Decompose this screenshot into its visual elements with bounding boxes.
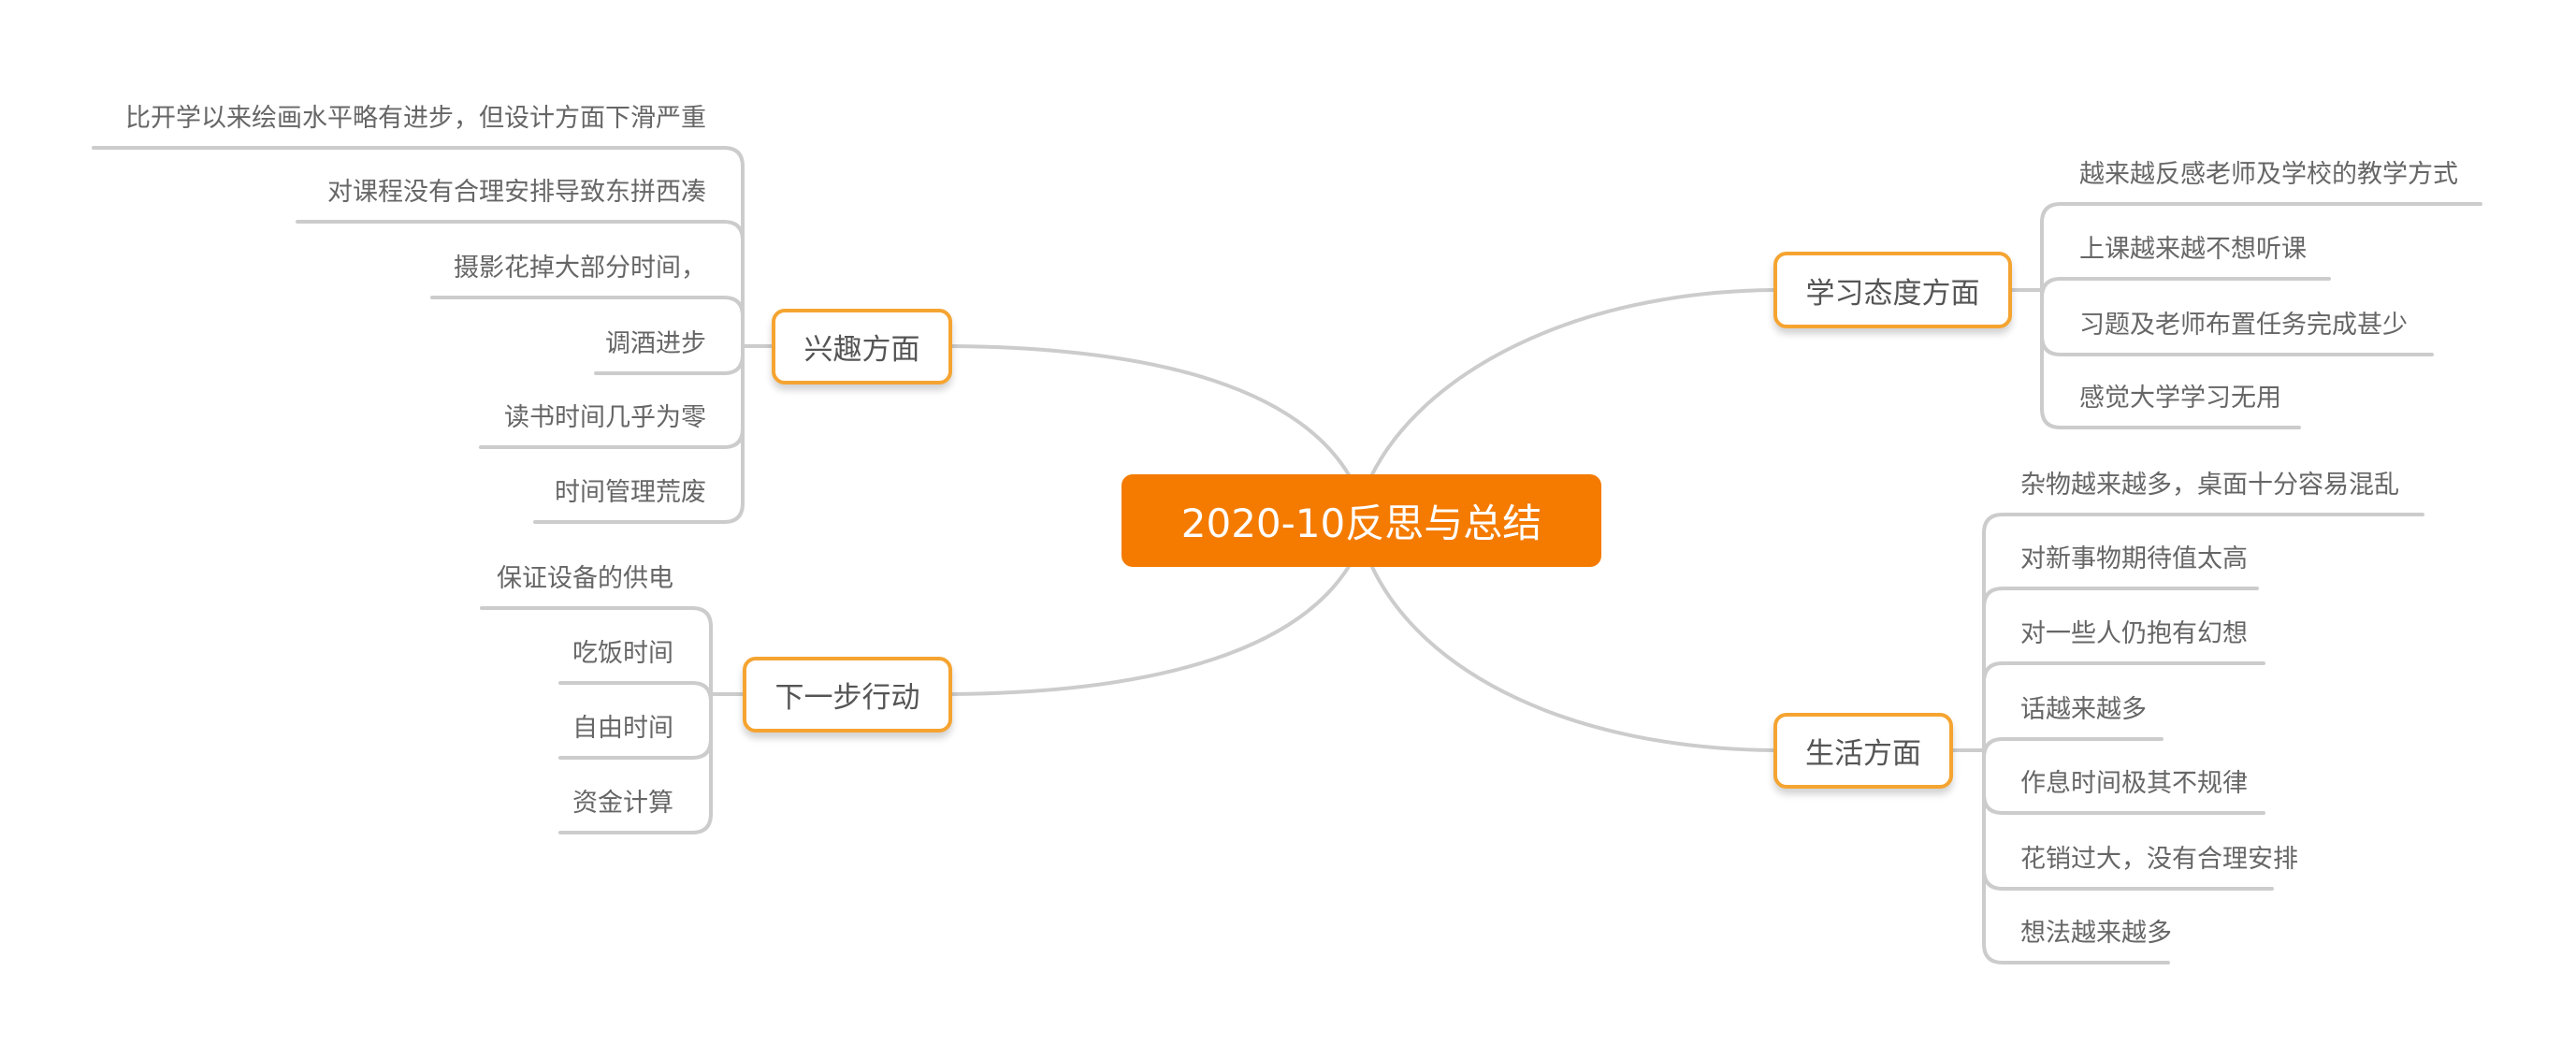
- life-leaf-item[interactable]: 想法越来越多: [2020, 919, 2172, 948]
- next-leaf-connector: [480, 606, 713, 696]
- life-leaf-item[interactable]: 花销过大，没有合理安排: [2020, 845, 2298, 874]
- study-leaf-item[interactable]: 感觉大学学习无用: [2079, 384, 2281, 413]
- curve-interest: [950, 344, 1352, 478]
- interest-leaf-connector: [430, 296, 745, 348]
- curve-study: [1369, 288, 1775, 478]
- life-leaf-connector: [1982, 737, 2164, 759]
- branch-study-attitude[interactable]: 学习态度方面: [1773, 252, 2012, 328]
- study-leaf-item[interactable]: 上课越来越不想听课: [2079, 235, 2307, 264]
- next-leaf-connector: [558, 692, 713, 834]
- life-leaf-connector: [1982, 587, 2259, 752]
- study-leaf-item[interactable]: 习题及老师布置任务完成甚少: [2079, 311, 2408, 340]
- curve-next: [950, 563, 1352, 696]
- interest-leaf-item[interactable]: 时间管理荒废: [555, 478, 706, 507]
- life-leaf-item[interactable]: 作息时间极其不规律: [2020, 769, 2248, 798]
- next-leaf-item[interactable]: 保证设备的供电: [497, 564, 673, 593]
- life-leaf-item[interactable]: 对一些人仍抱有幻想: [2020, 619, 2248, 648]
- interest-leaf-item[interactable]: 调酒进步: [605, 329, 706, 358]
- curve-life: [1369, 563, 1775, 752]
- next-leaf-item[interactable]: 自由时间: [572, 714, 673, 743]
- life-leaf-item[interactable]: 对新事物期待值太高: [2020, 544, 2248, 573]
- life-leaf-connector: [1982, 748, 2170, 965]
- interest-leaf-connector: [296, 220, 745, 348]
- life-leaf-item[interactable]: 话越来越多: [2020, 695, 2147, 724]
- interest-leaf-item[interactable]: 摄影花掉大部分时间，: [454, 254, 706, 283]
- central-topic[interactable]: 2020-10反思与总结: [1122, 474, 1601, 567]
- study-leaf-connector: [2040, 202, 2482, 292]
- interest-leaf-item[interactable]: 对课程没有合理安排导致东拼西凑: [327, 178, 706, 207]
- interest-leaf-item[interactable]: 比开学以来绘画水平略有进步，但设计方面下滑严重: [125, 104, 706, 133]
- life-leaf-connector: [1982, 661, 2265, 752]
- interest-leaf-connector: [92, 146, 745, 348]
- interest-leaf-item[interactable]: 读书时间几乎为零: [504, 403, 706, 432]
- life-leaf-connector: [1982, 513, 2424, 752]
- next-leaf-item[interactable]: 资金计算: [572, 789, 673, 818]
- next-leaf-item[interactable]: 吃饭时间: [572, 639, 673, 668]
- next-leaf-connector: [558, 681, 713, 703]
- branch-life[interactable]: 生活方面: [1773, 713, 1953, 789]
- branch-next-steps[interactable]: 下一步行动: [743, 657, 952, 733]
- branch-interest[interactable]: 兴趣方面: [772, 309, 952, 384]
- interest-leaf-connector: [533, 344, 745, 524]
- study-leaf-connector: [2040, 277, 2331, 298]
- study-leaf-item[interactable]: 越来越反感老师及学校的教学方式: [2079, 160, 2458, 189]
- life-leaf-item[interactable]: 杂物越来越多，桌面十分容易混乱: [2020, 471, 2399, 500]
- study-leaf-connector: [2040, 288, 2301, 429]
